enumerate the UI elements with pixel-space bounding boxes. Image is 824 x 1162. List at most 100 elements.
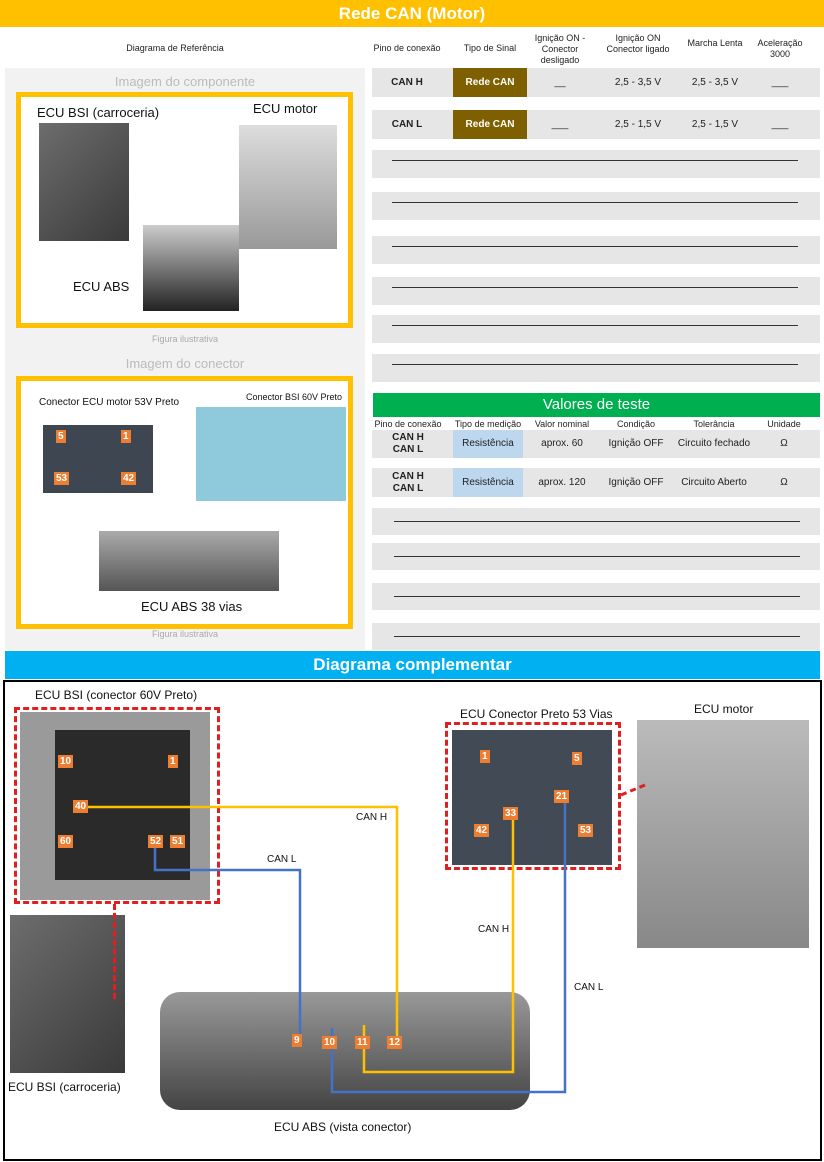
bsi-photo xyxy=(39,123,129,241)
bsi-connector-label: ECU BSI (conector 60V Preto) xyxy=(35,688,198,702)
test-cell: Ω xyxy=(780,438,788,449)
bsi-body-image xyxy=(10,915,125,1073)
wire-can-h-bsi xyxy=(88,805,399,1047)
pin-label: 1 xyxy=(480,750,490,763)
motor-link-dash xyxy=(620,783,646,797)
empty-row xyxy=(372,315,820,343)
table-row xyxy=(372,68,820,97)
column-header: Ignição ON Conector ligado xyxy=(606,33,670,54)
row-line xyxy=(392,160,798,161)
column-header: Ignição ON - Conector desligado xyxy=(534,33,586,65)
bsi-link-dash xyxy=(113,904,116,999)
motor-connector-label: ECU Conector Preto 53 Vias xyxy=(460,707,613,721)
test-column-header: Tolerância xyxy=(693,419,735,429)
test-cell: aprox. 60 xyxy=(541,438,583,449)
abs-photo xyxy=(143,225,239,311)
column-header: Aceleração 3000 xyxy=(757,38,803,59)
diagram-title: Diagrama complementar xyxy=(313,655,512,674)
table-cell: 2,5 - 3,5 V xyxy=(691,76,739,88)
label-ecu-bsi: ECU BSI (carroceria) xyxy=(37,105,160,120)
row-line xyxy=(392,364,798,365)
test-cell: Resistência xyxy=(453,468,523,497)
table-cell: Rede CAN xyxy=(453,110,527,139)
ecu-motor-label: ECU motor xyxy=(694,702,754,716)
pin-label: 51 xyxy=(170,835,186,848)
wire-can-l-bsi xyxy=(153,848,302,1042)
column-header: Marcha Lenta xyxy=(687,38,743,48)
motor-photo xyxy=(239,125,337,249)
pin-label: 53 xyxy=(54,472,70,485)
pin-label: 40 xyxy=(73,800,89,813)
test-column-header: Pino de conexão xyxy=(374,419,442,429)
pin-label: 53 xyxy=(578,824,594,837)
page-title-bar: Rede CAN (Motor) xyxy=(0,0,824,27)
pin-label: 12 xyxy=(387,1036,403,1049)
table-cell: CAN H xyxy=(391,76,423,88)
row-line xyxy=(392,325,798,326)
table-cell: 2,5 - 3,5 V xyxy=(614,76,662,88)
row-line xyxy=(392,246,798,247)
table-cell: ___ xyxy=(771,118,789,130)
wire-can-l-motor xyxy=(330,800,567,1094)
abs-connector-image xyxy=(160,992,530,1110)
wire-label-can-h-2: CAN H xyxy=(478,924,510,935)
empty-row xyxy=(372,150,820,178)
table-cell: 2,5 - 1,5 V xyxy=(691,118,739,130)
table-cell: 2,5 - 1,5 V xyxy=(614,118,662,130)
diagram-frame xyxy=(3,680,822,1161)
label-motor-connector: Conector ECU motor 53V Preto xyxy=(39,397,180,408)
pin-label: 42 xyxy=(121,472,137,485)
label-ecu-abs: ECU ABS xyxy=(73,279,130,294)
pin-label: 60 xyxy=(58,835,74,848)
test-cell: Ignição OFF xyxy=(608,438,664,449)
test-cell: Circuito fechado xyxy=(677,438,751,449)
test-row xyxy=(372,430,820,458)
component-title: Imagem do componente xyxy=(114,74,256,89)
pin-label: 9 xyxy=(292,1034,302,1047)
pin-label: 33 xyxy=(503,807,519,820)
wire-can-h-motor xyxy=(362,815,515,1074)
test-row xyxy=(372,468,820,497)
table-cell: __ xyxy=(554,76,566,88)
row-line xyxy=(392,202,798,203)
motor-dashed-box xyxy=(445,722,621,870)
table-cell: Rede CAN xyxy=(453,68,527,97)
test-cell: CAN H CAN L xyxy=(392,432,424,455)
pin-label: 10 xyxy=(322,1036,338,1049)
bsi-body-label: ECU BSI (carroceria) xyxy=(8,1080,121,1094)
wire-label-can-l-2: CAN L xyxy=(574,982,604,993)
table-cell: CAN L xyxy=(391,118,423,130)
test-column-header: Unidade xyxy=(767,419,801,429)
test-cell: Circuito Aberto xyxy=(681,476,747,488)
empty-row xyxy=(372,277,820,305)
pin-label: 10 xyxy=(58,755,74,768)
abs-connector-photo xyxy=(99,531,279,591)
empty-row xyxy=(372,192,820,220)
pin-label: 1 xyxy=(168,755,178,768)
bsi-dashed-box xyxy=(14,707,220,904)
empty-row xyxy=(372,236,820,264)
row-line xyxy=(394,556,800,557)
label-ecu-motor: ECU motor xyxy=(253,101,318,116)
figure-note: Figura ilustrativa xyxy=(151,334,219,344)
column-header: Tipo de Sinal xyxy=(463,43,517,53)
column-header: Pino de conexão xyxy=(373,43,441,53)
test-cell: CAN H CAN L xyxy=(392,470,424,494)
test-column-header: Condição xyxy=(616,419,656,429)
pin-label: 1 xyxy=(121,430,131,443)
table-cell: ___ xyxy=(771,76,789,88)
component-box: ECU BSI (carroceria) ECU motor ECU ABS xyxy=(16,92,353,328)
connector-box: Conector ECU motor 53V Preto Conector BS… xyxy=(16,376,353,629)
pin-label: 42 xyxy=(474,824,490,837)
empty-row xyxy=(372,354,820,382)
table-cell: ___ xyxy=(551,118,569,130)
table-row xyxy=(372,110,820,139)
test-cell: Resistência xyxy=(453,430,523,458)
pin-label: 5 xyxy=(572,752,582,765)
row-line xyxy=(394,636,800,637)
test-cell: Ω xyxy=(780,476,788,488)
label-abs-connector: ECU ABS 38 vias xyxy=(141,599,243,614)
wire-label-can-l: CAN L xyxy=(267,854,297,865)
page-title: Rede CAN (Motor) xyxy=(338,4,486,23)
